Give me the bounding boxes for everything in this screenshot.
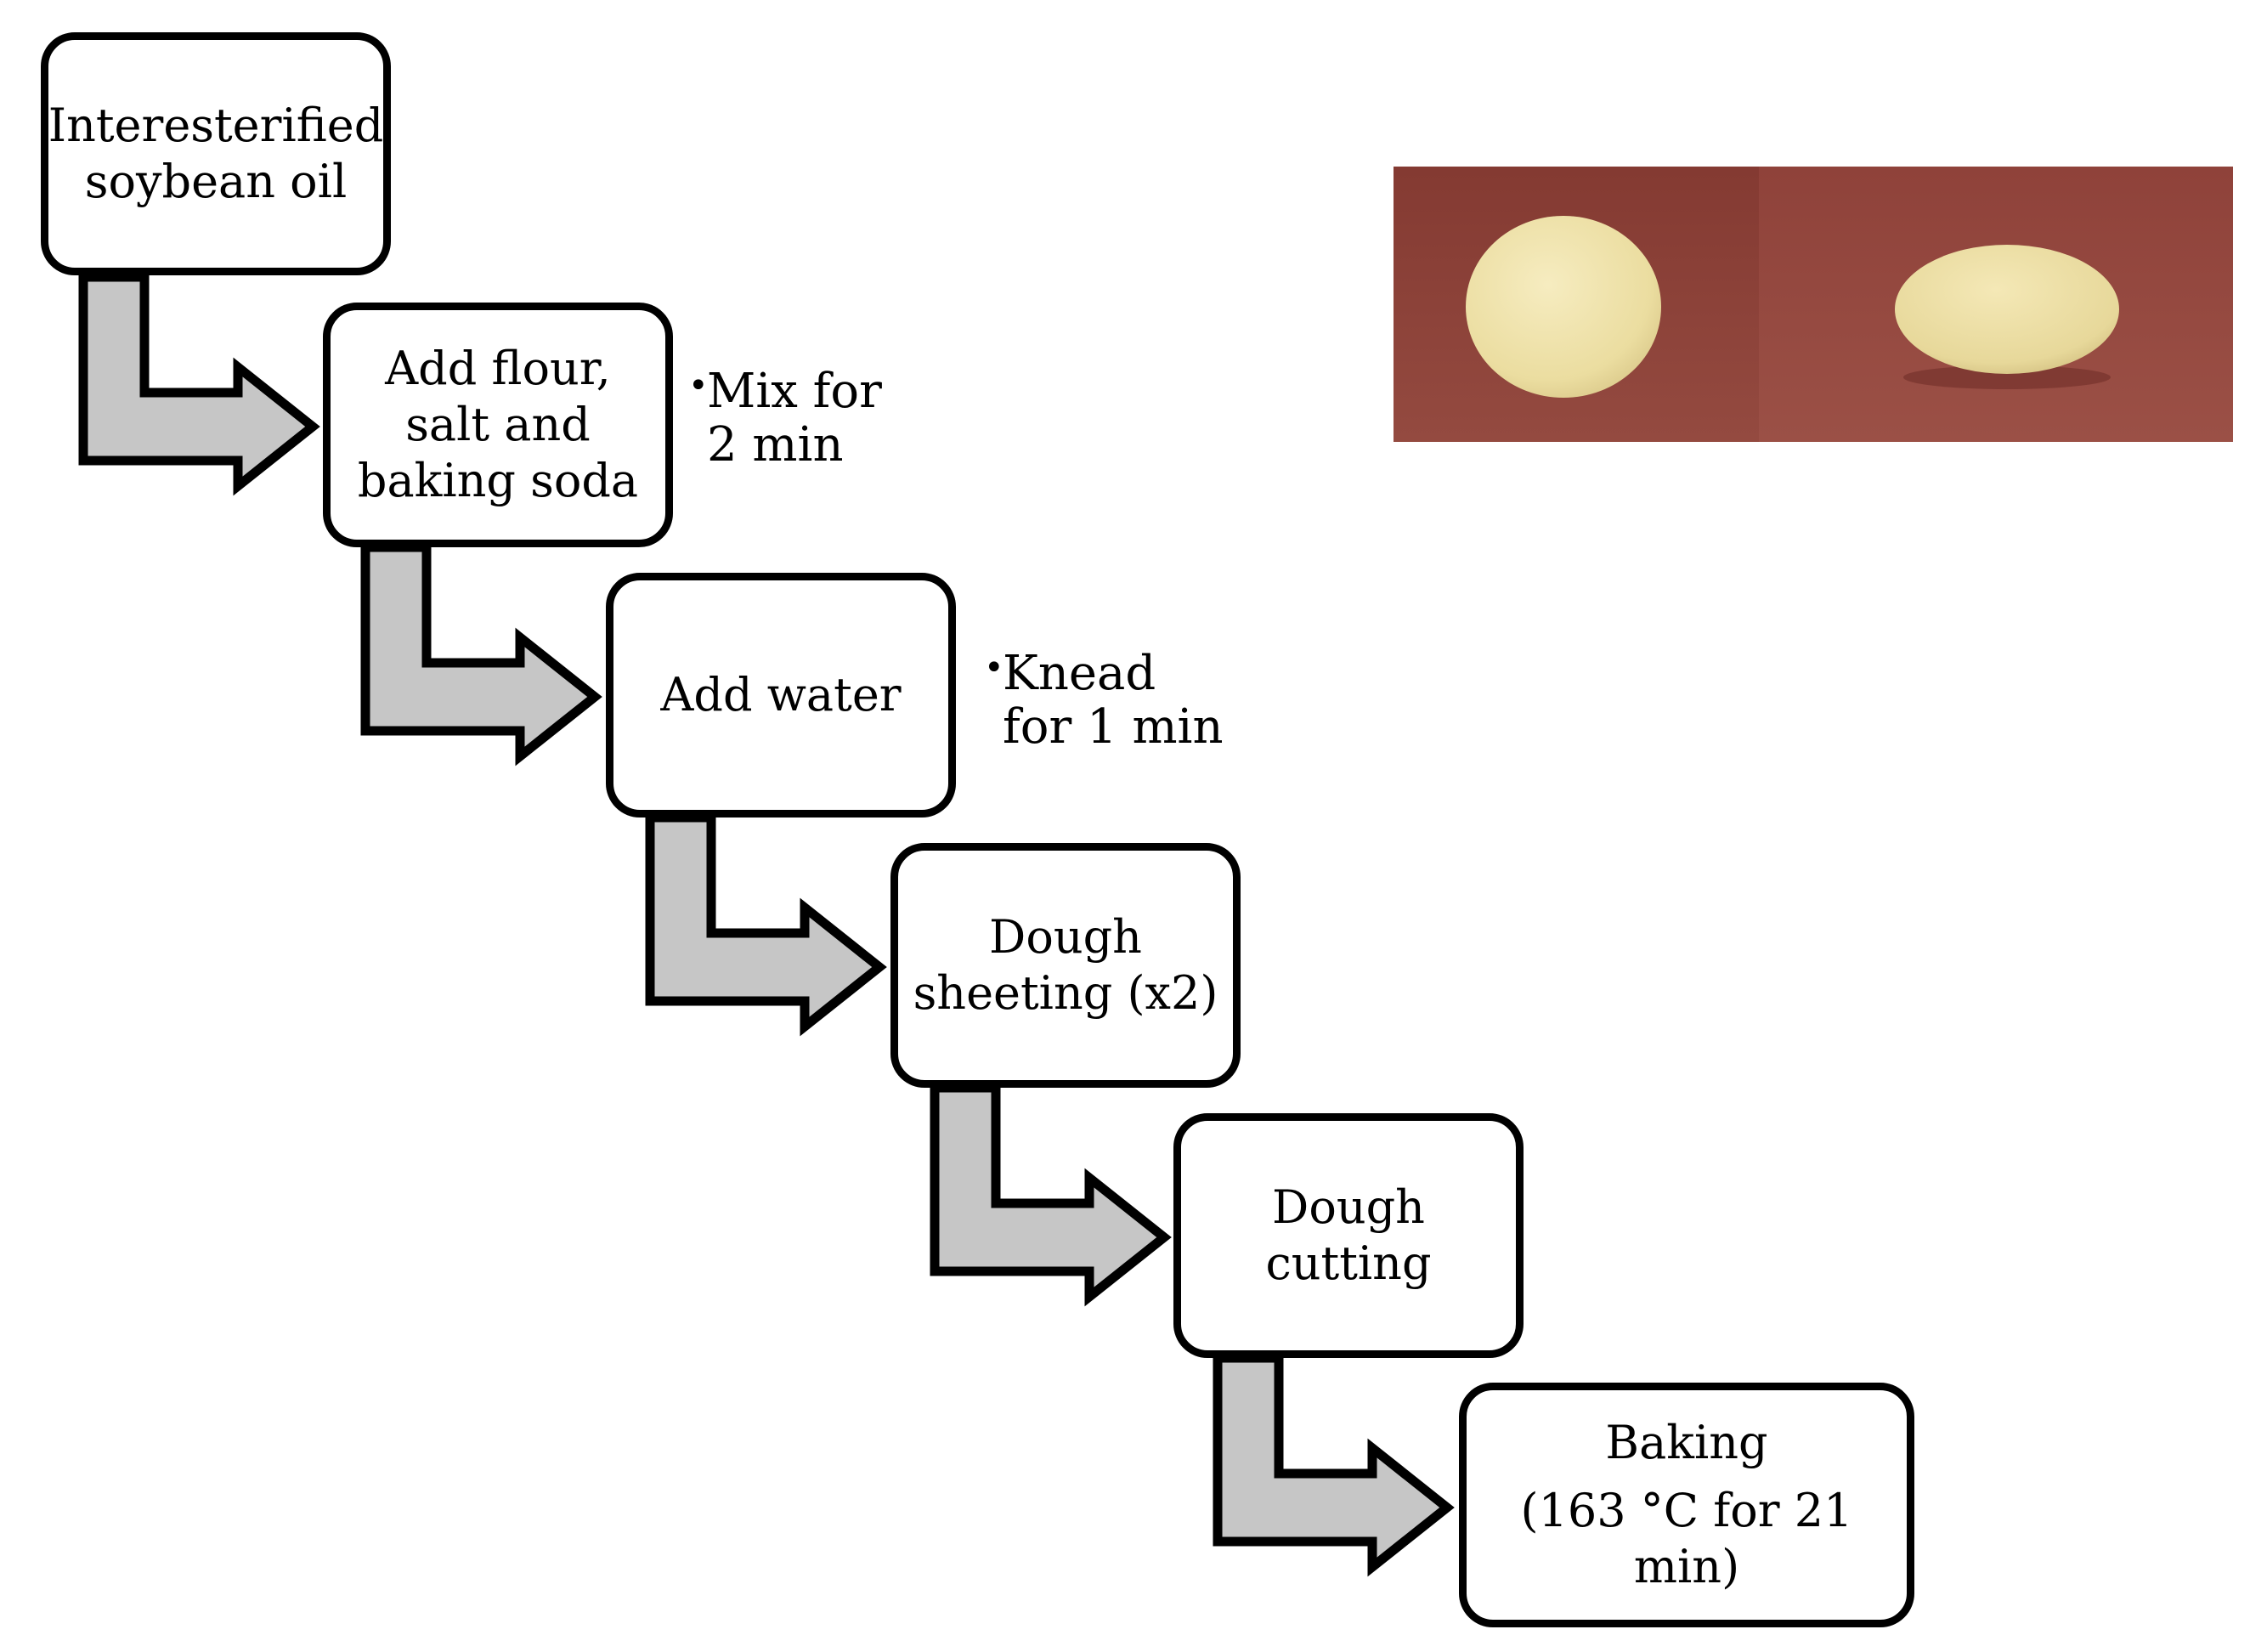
step-2-line-2: salt and [405, 398, 591, 452]
flow-arrow-5 [1213, 1353, 1455, 1577]
step-6-line-2: (163 °C for 21 min) [1520, 1484, 1853, 1593]
step-5-line-2: cutting [1265, 1236, 1432, 1290]
step-dough-sheeting: Dough sheeting (x2) [890, 843, 1241, 1088]
note-1-bullet: • [688, 366, 709, 405]
note-1-line-2: 2 min [707, 416, 844, 472]
step-4-line-1: Dough [989, 910, 1142, 965]
step-dough-cutting: Dough cutting [1173, 1113, 1524, 1358]
flow-arrow-4 [930, 1083, 1172, 1307]
note-knead-for-1-min: • Knead for 1 min [984, 646, 1224, 755]
step-6-line-1: Baking [1605, 1416, 1768, 1470]
dough-ball-photo-drawing [1394, 167, 2233, 442]
step-2-line-1: Add flour, [385, 342, 611, 396]
step-2-line-3: baking soda [357, 453, 639, 507]
flow-arrow-1 [78, 272, 320, 496]
step-5-line-1: Dough [1272, 1180, 1425, 1235]
step-1-line-2: soybean oil [84, 155, 348, 208]
note-mix-for-2-min: • Mix for 2 min [688, 364, 882, 472]
flow-arrow-3 [645, 812, 887, 1037]
flow-arrow-2 [360, 542, 602, 767]
step-4-line-2: sheeting (x2) [913, 966, 1218, 1020]
dough-ball-top-view [1466, 216, 1661, 398]
note-1-line-1: Mix for [707, 364, 882, 419]
step-1-line-1: Interesterified [48, 99, 384, 153]
note-2-bullet: • [984, 648, 1004, 687]
step-baking: Baking (163 °C for 21 min) [1459, 1383, 1914, 1627]
step-interesterified-soybean-oil: Interesterified soybean oil [41, 32, 391, 275]
dough-ball-side-view [1895, 245, 2119, 374]
note-2-line-1: Knead [1003, 646, 1156, 701]
dough-ball-photo [1394, 167, 2233, 442]
step-3-line-1: Add water [660, 668, 902, 722]
dough-ball-shadow [1903, 365, 2111, 389]
step-add-water: Add water [606, 573, 956, 818]
note-2-line-2: for 1 min [1003, 699, 1224, 755]
step-add-flour-salt-baking-soda: Add flour, salt and baking soda [323, 303, 673, 547]
